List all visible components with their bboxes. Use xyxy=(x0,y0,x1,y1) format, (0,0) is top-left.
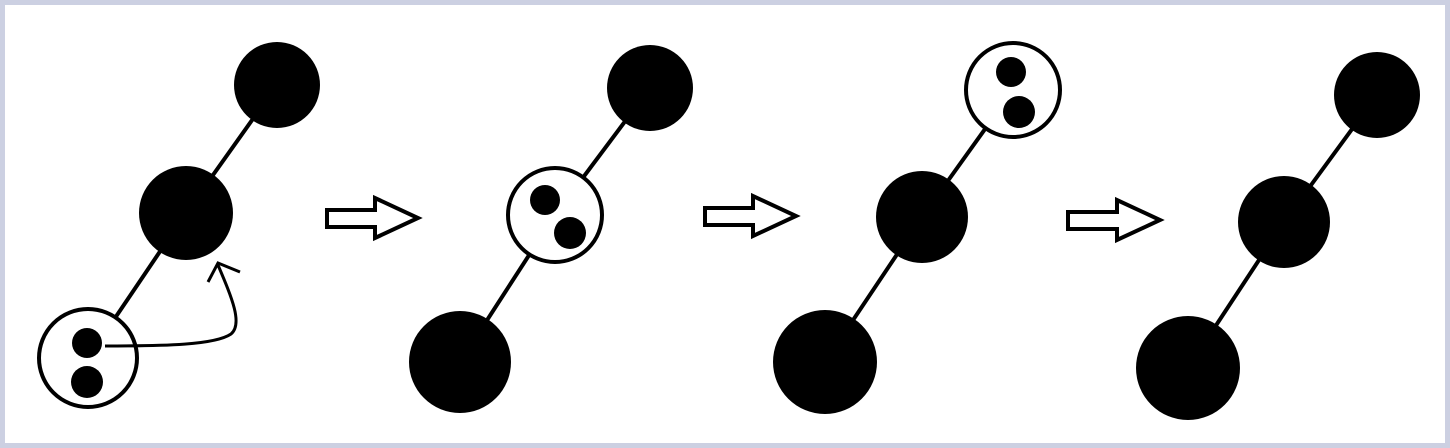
particle-lower xyxy=(71,366,103,398)
transition-arrow-icon xyxy=(325,194,423,242)
stage-4 xyxy=(1136,52,1420,420)
stage-4-bottom-node xyxy=(1136,316,1240,420)
stage-2 xyxy=(409,45,693,413)
transition-arrow-3 xyxy=(1066,196,1165,244)
stage-2-open-node-with-pair xyxy=(506,166,604,264)
open-node-icon xyxy=(964,41,1062,139)
hop-arrow-icon xyxy=(104,261,241,348)
chain-hopping-diagram xyxy=(37,41,1420,420)
stage-4-top-node xyxy=(1334,52,1420,138)
transition-arrow-2 xyxy=(703,192,801,240)
stage-1-open-node-with-pair xyxy=(37,307,139,409)
open-node-icon xyxy=(506,166,604,264)
stage-3-middle-node xyxy=(876,171,968,263)
transition-arrow-icon xyxy=(1066,196,1165,244)
stage-1-top-node xyxy=(234,42,320,128)
stage-1 xyxy=(37,42,320,409)
particle-upper xyxy=(530,185,560,215)
stage-4-middle-node xyxy=(1238,176,1330,268)
particle-lower xyxy=(1003,96,1035,128)
stage-1-middle-node xyxy=(139,166,233,260)
stage-3-open-node-with-pair xyxy=(964,41,1062,139)
stage-2-top-node xyxy=(607,45,693,131)
particle-lower xyxy=(554,217,586,249)
stage-3 xyxy=(773,41,1062,414)
particle-upper xyxy=(996,57,1026,87)
transition-arrow-icon xyxy=(703,192,801,240)
open-node-icon xyxy=(37,307,139,409)
stage-3-bottom-node xyxy=(773,310,877,414)
particle-upper xyxy=(72,328,102,358)
transition-arrow-1 xyxy=(325,194,423,242)
stage-2-bottom-node xyxy=(409,311,511,413)
